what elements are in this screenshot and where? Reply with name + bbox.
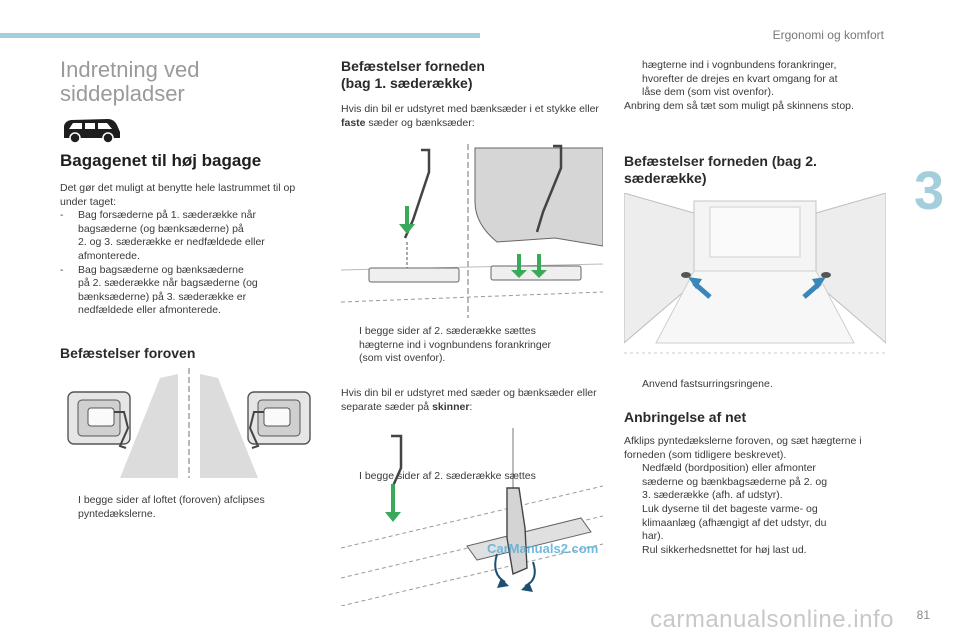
page-title-line1: Indretning ved (60, 57, 200, 82)
floor-anchor-illustration (341, 142, 603, 318)
list-item: - Bag forsæderne på 1. sæderække når bag… (60, 209, 265, 262)
page-title: Indretning ved siddepladser (60, 58, 199, 106)
heading-bottom-row1: Befæstelser forneden (bag 1. sæderække) (341, 58, 485, 91)
heading-luggage-net: Bagagenet til høj bagage (60, 151, 262, 170)
heading-top-fastenings: Befæstelser foroven (60, 345, 196, 361)
rail-stop-text: Anbring dem så tæt som muligt på skinnen… (624, 99, 854, 112)
net-intro: Afklips pyntedækslerne foroven, og sæt h… (624, 435, 862, 461)
heading-bottom-row2: Befæstelser forneden (bag 2. sæderække) (624, 153, 817, 186)
list-item: Luk dyserne til det bageste varme- og kl… (642, 502, 827, 543)
list-item: Nedfæld (bordposition) eller afmonter sæ… (642, 462, 828, 502)
chapter-number: 3 (913, 161, 944, 221)
list-item: I begge sider af 2. sæderække sættes (359, 470, 536, 482)
page-number: 81 (916, 608, 930, 622)
carmanuals-watermark: CarManuals2.com (487, 541, 599, 556)
rings-step: Anvend fastsurringsringene. (624, 378, 886, 392)
heading-net-placement: Anbringelse af net (624, 409, 747, 425)
luggage-intro: Det gør det muligt at benytte hele lastr… (60, 182, 296, 208)
list-item: Rul sikkerhedsnettet for høj last ud. (642, 543, 807, 556)
list-item: I begge sider af loftet (foroven) afclip… (78, 494, 265, 520)
list-item: I begge sider af 2. sæderække sættes hæg… (359, 325, 552, 365)
middle-intro: Hvis din bil er udstyret med bænksæder i… (341, 103, 599, 129)
left-text-block: Det gør det muligt at benytte hele lastr… (60, 182, 322, 318)
van-icon (60, 116, 122, 144)
page-title-line2: siddepladser (60, 81, 185, 106)
top-step: I begge sider af loftet (foroven) afclip… (60, 494, 322, 521)
net-instructions: Afklips pyntedækslerne foroven, og sæt h… (624, 435, 886, 557)
rail-anchor-illustration (341, 428, 603, 606)
header-accent-bar (0, 33, 480, 38)
middle-step1: I begge sider af 2. sæderække sættes hæg… (341, 325, 603, 366)
site-watermark: carmanualsonline.info (650, 606, 894, 633)
list-item: - Bag bagsæderne og bænksæderne på 2. sæ… (60, 263, 258, 317)
right-continuation: hægterne ind i vognbundens forankringer,… (624, 59, 886, 113)
list-item: Anvend fastsurringsringene. (642, 378, 773, 390)
lashing-rings-illustration (624, 193, 886, 371)
top-fastening-illustration (60, 368, 318, 478)
middle-step2: I begge sider af 2. sæderække sættes (341, 470, 603, 484)
middle-intro2: Hvis din bil er udstyret med sæder og bæ… (341, 387, 597, 413)
section-title: Ergonomi og komfort (772, 28, 884, 42)
